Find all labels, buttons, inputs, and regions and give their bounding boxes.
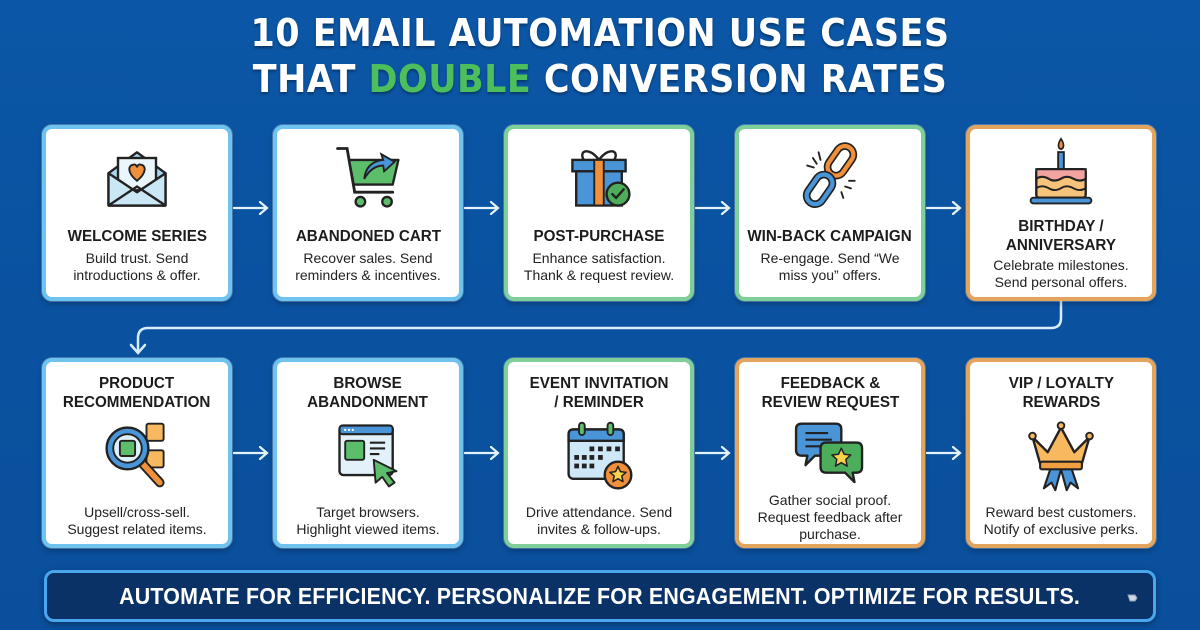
arrow-right-icon [464,201,500,215]
card-description: Re-engage. Send “We miss you” offers. [760,250,899,284]
card-product-recommendation: PRODUCT RECOMMENDATION Upsell/cross-sell… [42,358,232,548]
title-line: / REMINDER [554,394,644,411]
desc-line: Celebrate milestones. [993,257,1129,273]
footer-tagline: AUTOMATE FOR EFFICIENCY. PERSONALIZE FOR… [119,582,1081,609]
title-line: BIRTHDAY / [1018,218,1104,235]
title-line: EVENT INVITATION [529,375,669,392]
title-highlight: DOUBLE [368,57,532,101]
card-description: Target browsers. Highlight viewed items. [296,504,439,538]
title-line-1: 10 EMAIL AUTOMATION USE CASES [250,11,950,55]
magnifier-boxes-icon [105,422,165,488]
desc-line: introductions & offer. [73,267,201,283]
card-description: Upsell/cross-sell. Suggest related items… [67,504,206,538]
browser-cursor-icon [338,424,398,488]
arrow-right-icon [695,446,731,460]
desc-line: Gather social proof. [768,492,892,508]
title-line: ANNIVERSARY [1005,237,1117,254]
arrow-right-icon [695,201,731,215]
title-line: REWARDS [1022,394,1100,411]
page-title: 10 EMAIL AUTOMATION USE CASES THAT DOUBL… [48,10,1152,102]
title-line-2: THAT DOUBLE CONVERSION RATES [48,56,1152,102]
card-abandoned-cart: ABANDONED CART Recover sales. Send remin… [273,125,463,301]
card-title: EVENT INVITATION / REMINDER [530,374,669,412]
card-welcome-series: WELCOME SERIES Build trust. Send introdu… [42,125,232,301]
card-event-invitation: EVENT INVITATION / REMINDER Drive attend… [504,358,694,548]
chat-star-icon [794,422,864,484]
broken-link-icon [802,142,858,208]
card-title: WIN-BACK CAMPAIGN [747,228,913,245]
card-title: FEEDBACK & REVIEW REQUEST [761,374,899,412]
desc-line: Reward best customers. [985,504,1137,520]
desc-line: purchase. [799,526,861,542]
card-feedback-review-request: FEEDBACK & REVIEW REQUEST Gather social … [735,358,925,548]
desc-line: Recover sales. Send [303,250,433,266]
title-line: FEEDBACK & [780,375,880,392]
gift-check-icon [571,150,631,207]
desc-line: Upsell/cross-sell. [84,504,190,520]
desc-line: Build trust. Send [85,250,189,266]
card-title: POST-PURCHASE [533,228,665,245]
arrow-right-icon [926,201,962,215]
desc-line: Drive attendance. Send [525,504,673,520]
title-line: PRODUCT [99,375,175,392]
card-description: Enhance satisfaction. Thank & request re… [524,250,674,284]
desc-line: Highlight viewed items. [296,521,440,537]
card-description: Reward best customers. Notify of exclusi… [984,504,1139,538]
card-post-purchase: POST-PURCHASE Enhance satisfaction. Than… [504,125,694,301]
desc-line: Enhance satisfaction. [532,250,666,266]
desc-line: Thank & request review. [523,267,675,283]
card-title: VIP / LOYALTY REWARDS [1008,374,1113,412]
card-description: Recover sales. Send reminders & incentiv… [295,250,441,284]
title-line: VIP / LOYALTY [1008,375,1114,392]
card-title: ABANDONED CART [295,228,441,245]
small-cursor-icon [1127,594,1138,602]
title-prefix: THAT [252,57,369,101]
card-title: WELCOME SERIES [67,228,207,245]
card-birthday-anniversary: BIRTHDAY / ANNIVERSARY Celebrate milesto… [966,125,1156,301]
card-title: PRODUCT RECOMMENDATION [63,374,210,412]
desc-line: Target browsers. [316,504,420,520]
shopping-cart-icon [336,147,400,208]
arrow-right-icon [926,446,962,460]
desc-line: Suggest related items. [67,521,207,537]
desc-line: reminders & incentives. [295,267,441,283]
arrow-right-icon [233,201,269,215]
desc-line: miss you” offers. [778,267,882,283]
card-title: BIRTHDAY / ANNIVERSARY [1006,217,1116,255]
card-browse-abandonment: BROWSE ABANDONMENT Target browsers. High… [273,358,463,548]
birthday-cake-icon [1029,137,1093,205]
desc-line: Send personal offers. [994,274,1128,290]
desc-line: Notify of exclusive perks. [983,521,1139,537]
title-line: BROWSE [333,375,403,392]
arrow-right-icon [233,446,269,460]
card-description: Gather social proof. Request feedback af… [758,492,903,543]
footer-banner: AUTOMATE FOR EFFICIENCY. PERSONALIZE FOR… [44,570,1156,622]
desc-line: invites & follow-ups. [537,521,661,537]
card-description: Build trust. Send introductions & offer. [73,250,200,284]
title-line: REVIEW REQUEST [761,394,899,411]
card-title: BROWSE ABANDONMENT [308,374,429,412]
envelope-heart-icon [107,151,167,207]
title-suffix: CONVERSION RATES [531,57,948,101]
calendar-star-icon [567,421,633,490]
desc-line: Re-engage. Send “We [760,250,900,266]
title-line: ABANDONMENT [307,394,429,411]
card-description: Drive attendance. Send invites & follow-… [526,504,672,538]
card-description: Celebrate milestones. Send personal offe… [993,257,1128,291]
arrow-right-icon [464,446,500,460]
desc-line: Request feedback after [757,509,903,525]
title-line: RECOMMENDATION [63,394,211,411]
crown-ribbon-icon [1028,421,1094,492]
card-win-back-campaign: WIN-BACK CAMPAIGN Re-engage. Send “We mi… [735,125,925,301]
card-vip-loyalty-rewards: VIP / LOYALTY REWARDS Reward best custom… [966,358,1156,548]
